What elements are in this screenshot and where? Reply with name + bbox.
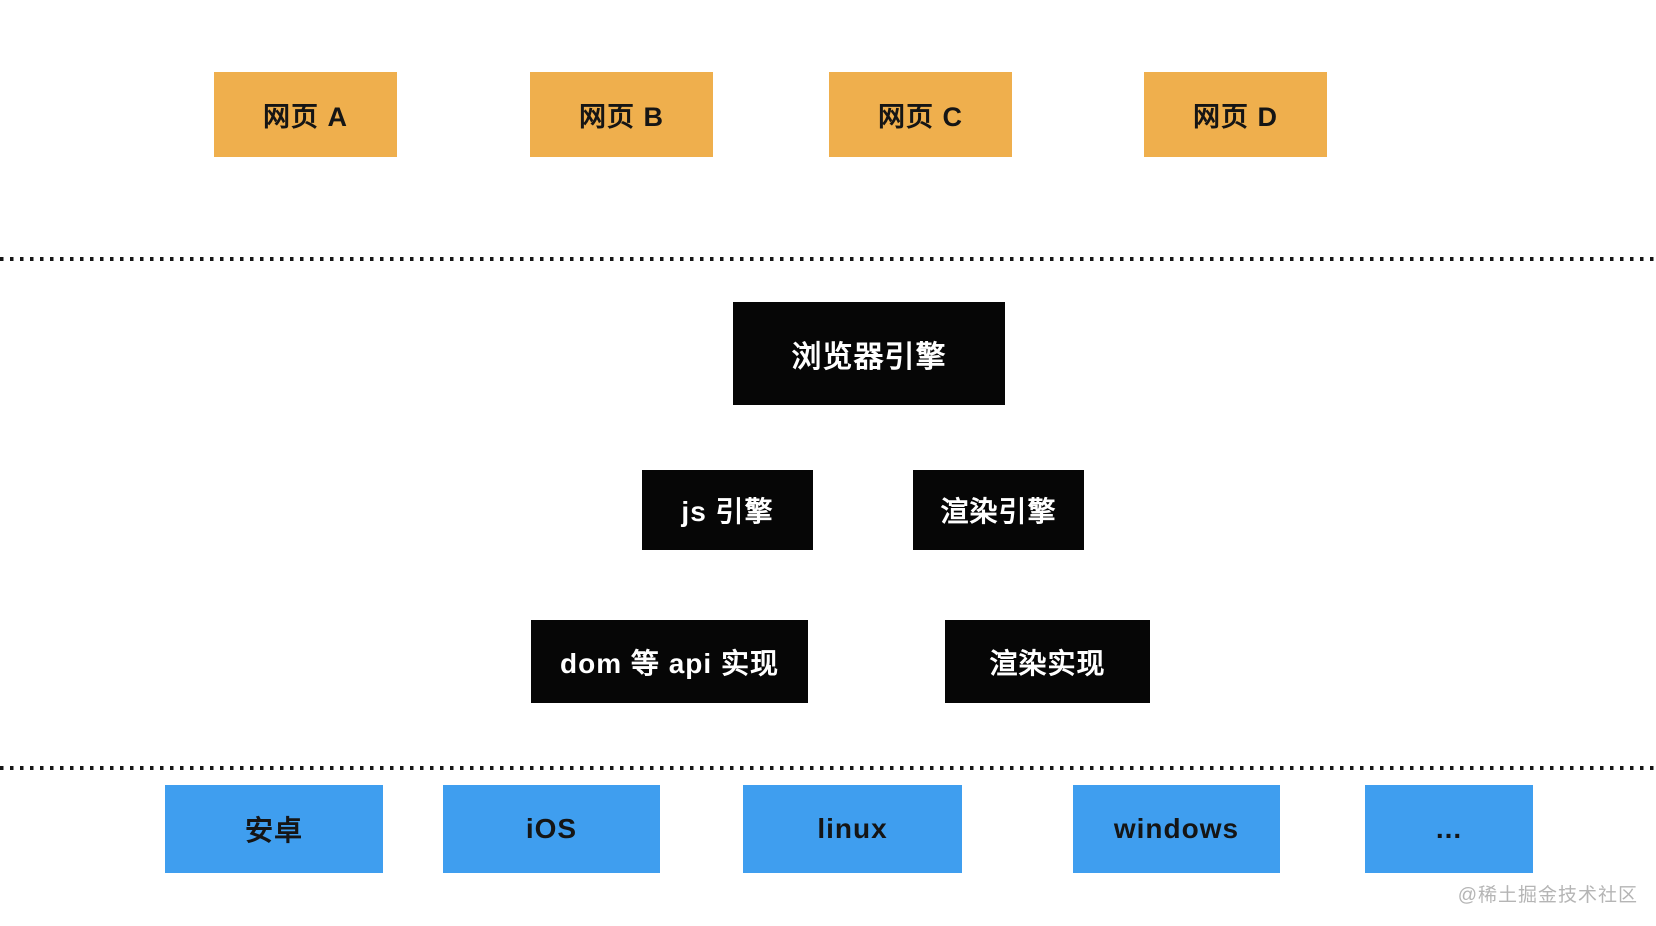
render-implementation-box: 渲染实现 bbox=[945, 620, 1150, 703]
js-engine-box: js 引擎 bbox=[642, 470, 813, 550]
platform-windows-box: windows bbox=[1073, 785, 1280, 873]
platform-more-box: ... bbox=[1365, 785, 1533, 873]
dotted-divider-top bbox=[0, 257, 1656, 261]
juejin-watermark: @稀土掘金技术社区 bbox=[1457, 885, 1638, 906]
dotted-divider-bottom bbox=[0, 766, 1656, 770]
platform-android-box: 安卓 bbox=[165, 785, 383, 873]
browser-engine-box: 浏览器引擎 bbox=[733, 302, 1005, 405]
platform-linux-box: linux bbox=[743, 785, 962, 873]
webpage-d-box: 网页 D bbox=[1144, 72, 1327, 157]
dom-api-implementation-box: dom 等 api 实现 bbox=[531, 620, 808, 703]
webpage-c-box: 网页 C bbox=[829, 72, 1012, 157]
webpage-a-box: 网页 A bbox=[214, 72, 397, 157]
render-engine-box: 渲染引擎 bbox=[913, 470, 1084, 550]
webpage-b-box: 网页 B bbox=[530, 72, 713, 157]
platform-ios-box: iOS bbox=[443, 785, 660, 873]
